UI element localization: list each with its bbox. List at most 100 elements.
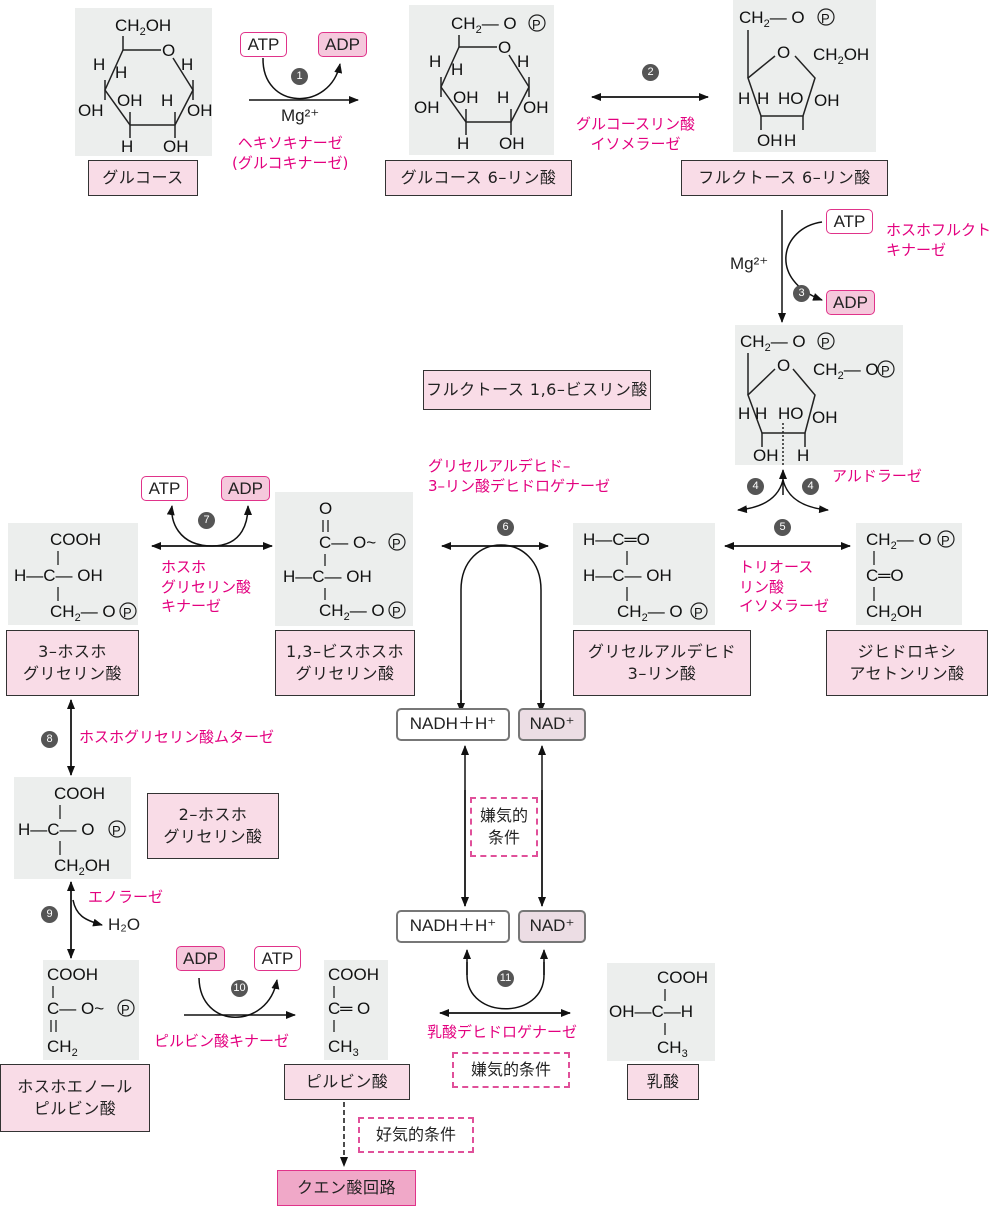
enzyme-pyruvate-kinase: ピルビン酸キナーゼ — [154, 1032, 290, 1050]
svg-text:P: P — [694, 605, 703, 620]
enzyme-aldolase: アルドラーゼ — [832, 467, 922, 485]
step-4-badge: 4 — [802, 478, 819, 495]
citric-acid-cycle-label: クエン酸回路 — [277, 1170, 416, 1206]
svg-text:CH2— O: CH2— O — [617, 602, 683, 624]
svg-text:OH: OH — [117, 91, 143, 110]
aerobic-condition-box: 好気的条件 — [358, 1117, 474, 1153]
svg-text:H—C— OH: H—C— OH — [283, 567, 372, 586]
svg-text:H: H — [738, 89, 750, 108]
svg-text:P: P — [123, 605, 132, 620]
svg-text:OH: OH — [453, 88, 479, 107]
step-1-badge: 1 — [291, 68, 308, 85]
svg-text:P: P — [532, 17, 541, 32]
step-8-badge: 8 — [41, 731, 58, 748]
enzyme-phosphofructokinase: ホスホフルクト キナーゼ — [886, 221, 992, 259]
glyceraldehyde-3-phosphate-label: グリセルアルデヒド 3–リン酸 — [573, 630, 751, 696]
nadh-badge: NADH＋H⁺ — [396, 708, 510, 741]
svg-text:HO: HO — [778, 89, 804, 108]
anaerobic-condition-box: 嫌気的条件 — [452, 1052, 570, 1088]
adp-badge: ADP — [221, 476, 270, 501]
svg-text:CH2— O: CH2— O — [739, 8, 805, 30]
enzyme-glucose-phosphate-isomerase: グルコースリン酸 イソメラーゼ — [576, 115, 695, 153]
fructose-6-phosphate-label: フルクトース 6–リン酸 — [681, 160, 888, 196]
phosphoenolpyruvate-structure: COOH C— O~ P CH2 — [43, 960, 139, 1060]
dihydroxyacetone-phosphate-label: ジヒドロキシ アセトンリン酸 — [826, 630, 988, 696]
svg-text:O: O — [777, 356, 790, 375]
svg-text:O: O — [319, 499, 332, 518]
svg-text:H: H — [181, 55, 193, 74]
svg-text:H: H — [755, 404, 767, 423]
phosphoenolpyruvate-label: ホスホエノール ピルビン酸 — [0, 1064, 150, 1132]
mg-ion-label: Mg²⁺ — [730, 254, 769, 273]
step-7-badge: 7 — [198, 512, 215, 529]
svg-text:H—C— OH: H—C— OH — [583, 566, 672, 585]
pyruvate-structure: COOH C═ O CH3 — [324, 960, 388, 1060]
svg-text:CH2OH: CH2OH — [813, 45, 869, 67]
svg-text:H: H — [451, 60, 463, 79]
lactate-label: 乳酸 — [627, 1064, 699, 1100]
svg-text:H—C— O: H—C— O — [18, 820, 95, 839]
svg-text:CH2— O: CH2— O — [813, 360, 879, 382]
adp-badge: ADP — [176, 946, 225, 971]
step-3-badge: 3 — [793, 285, 810, 302]
svg-text:H: H — [115, 63, 127, 82]
svg-text:OH: OH — [814, 91, 840, 110]
13-bisphosphoglycerate-label: 1,3–ビスホスホ グリセリン酸 — [275, 630, 415, 696]
svg-text:P: P — [112, 823, 121, 838]
svg-text:CH2— O: CH2— O — [451, 14, 517, 36]
step-5-badge: 5 — [774, 519, 791, 536]
mg-ion-label: Mg²⁺ — [281, 106, 320, 125]
water-label: H₂O — [108, 915, 141, 934]
svg-text:CH3: CH3 — [328, 1037, 359, 1059]
enzyme-gapdh: グリセルアルデヒド– 3–リン酸デヒドロゲナーゼ — [428, 457, 611, 495]
svg-text:COOH: COOH — [47, 965, 98, 984]
svg-text:CH3: CH3 — [657, 1038, 688, 1060]
svg-text:CH2— O: CH2— O — [319, 601, 385, 623]
svg-text:COOH: COOH — [328, 965, 379, 984]
svg-text:H: H — [784, 131, 796, 150]
svg-text:H: H — [797, 446, 809, 465]
glucose-6-phosphate-label: グルコース 6–リン酸 — [385, 160, 572, 196]
svg-text:COOH: COOH — [54, 784, 105, 803]
atp-badge: ATP — [826, 209, 873, 234]
step-10-badge: 10 — [231, 980, 248, 997]
adp-badge: ADP — [826, 290, 875, 315]
svg-text:C═O: C═O — [866, 566, 904, 585]
svg-text:OH—C—H: OH—C—H — [609, 1002, 693, 1021]
nadh-badge: NADH＋H⁺ — [396, 910, 510, 943]
atp-badge: ATP — [254, 946, 301, 971]
svg-text:H: H — [738, 404, 750, 423]
svg-text:CH2OH: CH2OH — [866, 602, 922, 624]
svg-text:COOH: COOH — [50, 530, 101, 549]
svg-text:P: P — [941, 533, 950, 548]
enzyme-enolase: エノラーゼ — [88, 888, 164, 906]
2-phosphoglycerate-label: 2–ホスホ グリセリン酸 — [147, 793, 279, 859]
svg-text:OH: OH — [414, 98, 440, 117]
step-11-badge: 11 — [497, 970, 514, 987]
svg-text:P: P — [392, 604, 401, 619]
svg-text:OH: OH — [523, 98, 549, 117]
svg-text:OH: OH — [812, 408, 838, 427]
enzyme-phosphoglycerate-mutase: ホスホグリセリン酸ムターゼ — [79, 728, 275, 746]
svg-text:CH2— O: CH2— O — [866, 530, 932, 552]
svg-text:HO: HO — [778, 404, 804, 423]
svg-text:CH2: CH2 — [47, 1037, 78, 1059]
adp-badge: ADP — [318, 32, 367, 57]
svg-text:H: H — [757, 89, 769, 108]
3-phosphoglycerate-structure: COOH H—C— OH CH2— O P — [8, 523, 138, 625]
fructose-16-bisphosphate-label: フルクトース 1,6–ビスリン酸 — [423, 370, 651, 410]
enzyme-phosphoglycerate-kinase: ホスホ グリセリン酸 キナーゼ — [161, 558, 252, 615]
anaerobic-condition-box: 嫌気的 条件 — [470, 797, 538, 857]
svg-text:OH: OH — [163, 137, 189, 156]
svg-text:OH: OH — [187, 101, 212, 120]
svg-text:CH2OH: CH2OH — [54, 856, 110, 878]
svg-text:H: H — [121, 137, 133, 156]
svg-text:H—C— OH: H—C— OH — [14, 566, 103, 585]
svg-text:C— O~: C— O~ — [319, 533, 376, 552]
svg-text:H—C═O: H—C═O — [583, 530, 650, 549]
svg-text:OH: OH — [757, 131, 783, 150]
